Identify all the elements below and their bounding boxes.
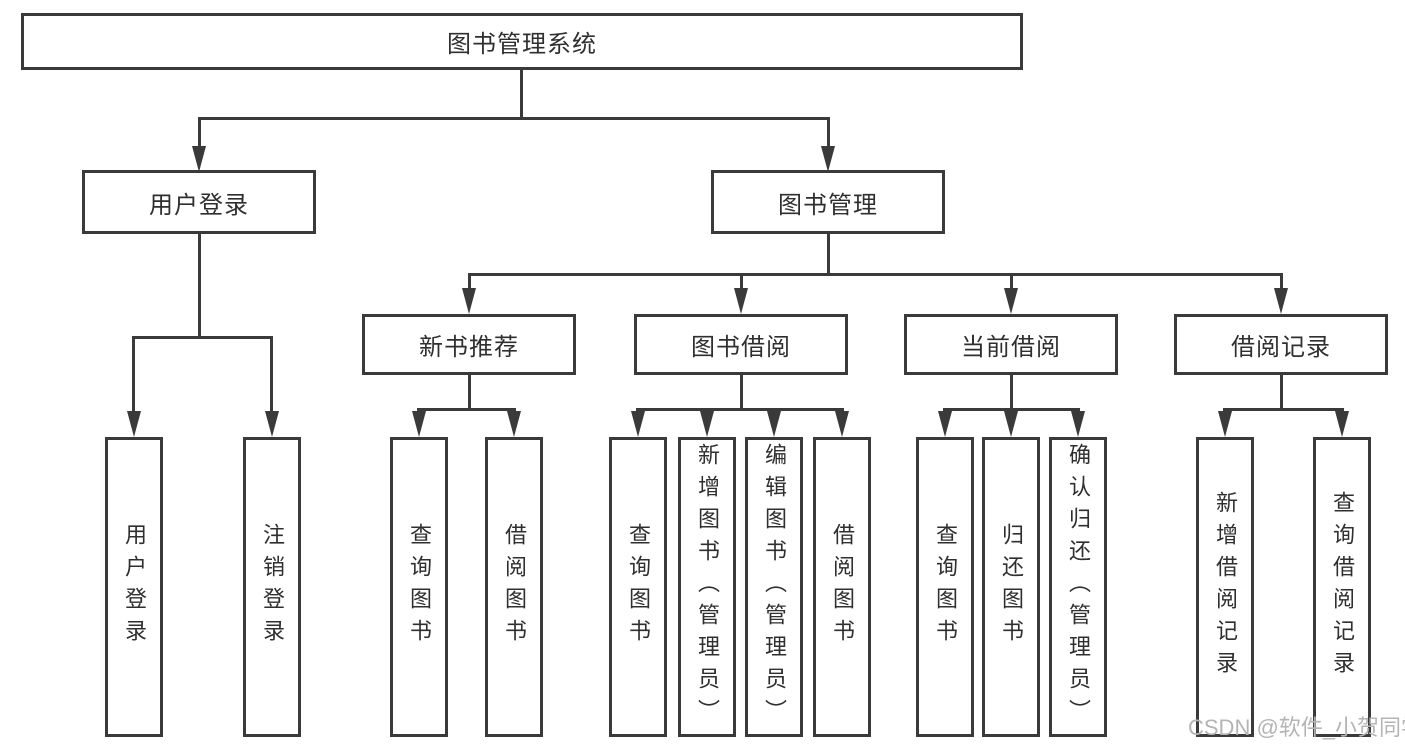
node-confirm-return-admin: 确认归还（管理员） (1049, 437, 1107, 737)
node-label: 图书借阅 (691, 334, 791, 361)
connector-line (198, 117, 201, 149)
node-book-management: 图书管理 (711, 170, 945, 234)
node-label: 归还图书 (999, 523, 1024, 651)
node-label: 新增借阅记录 (1213, 491, 1238, 683)
connector-line (636, 408, 844, 411)
arrow-down-icon (700, 411, 714, 437)
connector-line (468, 273, 1282, 276)
node-query-books-3: 查询图书 (916, 437, 974, 737)
connector-line (1010, 375, 1013, 411)
arrow-down-icon (265, 411, 279, 437)
connector-line (1010, 273, 1013, 291)
node-book-borrowing: 图书借阅 (634, 314, 848, 375)
arrow-down-icon (192, 146, 206, 172)
node-new-book-recommend: 新书推荐 (362, 314, 576, 375)
connector-line (270, 336, 273, 413)
node-label: 图书管理 (778, 191, 878, 219)
node-label: 查询图书 (933, 523, 958, 651)
node-library-system: 图书管理系统 (21, 13, 1023, 70)
connector-line (520, 70, 523, 119)
node-return-books: 归还图书 (982, 437, 1040, 737)
node-borrow-books: 借阅图书 (485, 437, 543, 737)
arrow-down-icon (1335, 411, 1349, 437)
connector-line (198, 117, 830, 120)
node-borrow-books-2: 借阅图书 (813, 437, 871, 737)
node-add-borrow-record: 新增借阅记录 (1196, 437, 1254, 737)
node-logout: 注销登录 (243, 437, 301, 737)
node-add-book-admin: 新增图书（管理员） (678, 437, 736, 737)
connector-line (827, 234, 830, 275)
node-user-login: 用户登录 (82, 170, 316, 234)
node-query-books-2: 查询图书 (609, 437, 667, 737)
node-query-books: 查询图书 (390, 437, 448, 737)
connector-line (198, 234, 201, 338)
connector-line (943, 408, 1080, 411)
node-label: 借阅图书 (830, 523, 855, 651)
node-label: 查询借阅记录 (1330, 491, 1355, 683)
node-label: 查询图书 (626, 523, 651, 651)
node-query-borrow-record: 查询借阅记录 (1313, 437, 1371, 737)
node-label: 注销登录 (260, 523, 285, 651)
node-edit-book-admin: 编辑图书（管理员） (745, 437, 803, 737)
arrow-down-icon (1004, 411, 1018, 437)
node-label: 借阅记录 (1231, 334, 1331, 361)
connector-line (132, 336, 135, 413)
arrow-down-icon (1004, 288, 1018, 314)
node-label: 借阅图书 (502, 523, 527, 651)
node-current-borrowing: 当前借阅 (904, 314, 1118, 375)
arrow-down-icon (1218, 411, 1232, 437)
connector-line (740, 375, 743, 411)
arrow-down-icon (734, 288, 748, 314)
node-label: 当前借阅 (961, 334, 1061, 361)
node-label: 确认归还（管理员） (1066, 443, 1091, 731)
node-label: 图书管理系统 (447, 31, 597, 58)
arrow-down-icon (767, 411, 781, 437)
node-label: 用户登录 (149, 191, 249, 219)
connector-line (1223, 408, 1344, 411)
node-label: 新增图书（管理员） (695, 443, 720, 731)
connector-line (1280, 375, 1283, 411)
arrow-down-icon (1071, 411, 1085, 437)
arrow-down-icon (938, 411, 952, 437)
arrow-down-icon (462, 288, 476, 314)
node-label: 用户登录 (122, 523, 147, 651)
arrow-down-icon (507, 411, 521, 437)
arrow-down-icon (835, 411, 849, 437)
node-borrowing-records: 借阅记录 (1174, 314, 1388, 375)
node-label: 编辑图书（管理员） (762, 443, 787, 731)
node-user-login-leaf: 用户登录 (105, 437, 163, 737)
connector-line (468, 273, 471, 291)
arrow-down-icon (1274, 288, 1288, 314)
arrow-down-icon (631, 411, 645, 437)
node-label: 新书推荐 (419, 334, 519, 361)
arrow-down-icon (821, 146, 835, 172)
connector-line (740, 273, 743, 291)
watermark-text: CSDN @软件_小贺同学 (1188, 715, 1405, 740)
connector-line (417, 408, 516, 411)
arrow-down-icon (412, 411, 426, 437)
node-label: 查询图书 (407, 523, 432, 651)
connector-line (827, 117, 830, 149)
connector-line (132, 336, 273, 339)
arrow-down-icon (127, 411, 141, 437)
connector-line (1280, 273, 1283, 291)
connector-line (468, 375, 471, 411)
